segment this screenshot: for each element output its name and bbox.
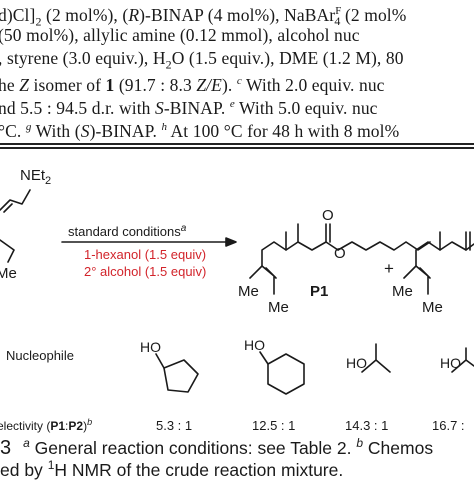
fn-text: isomer of: [29, 74, 106, 95]
fn-text: With 2.0 equiv. nuc: [241, 74, 385, 95]
fn-text: d)Cl]: [0, 4, 36, 25]
me-label: Me: [0, 265, 17, 282]
p1-alkene: [261, 265, 277, 295]
fn-bold: 1: [105, 74, 115, 95]
reagent-2: 2° alcohol (1.5 equiv): [84, 264, 206, 279]
fn-text: )-BINAP (4 mol%), NaBAr: [139, 4, 336, 25]
scheme-number: 3: [0, 436, 12, 459]
fn-text: (50 mol%), allylic amine (0.12 mmol), al…: [0, 25, 360, 45]
net2-label: NEt2: [20, 167, 51, 187]
fn-text: (2 mol%: [340, 4, 407, 25]
fn-italic: Z/E: [196, 74, 222, 95]
fn-italic: S: [155, 97, 164, 118]
table-rule-top: [0, 143, 474, 145]
reagent-1: 1-hexanol (1.5 equiv): [84, 247, 206, 262]
caption-text: General reaction conditions: see Table 2…: [29, 437, 357, 458]
fn-sup: c: [236, 75, 242, 87]
fn-italic: R: [128, 4, 140, 25]
cyclopentanol-ring: [163, 359, 199, 393]
fn-text: °C.: [0, 120, 26, 141]
caption-text: ed by: [0, 459, 48, 480]
fn-text: nd 5.5 : 94.5 d.r. with: [0, 97, 155, 118]
p2-me-right: Me: [422, 299, 443, 316]
fn-sup: h: [161, 121, 168, 133]
fn-sup: F: [335, 5, 342, 17]
fn-italic: Z: [19, 74, 30, 95]
fn-text: At 100 °C for 48 h with 8 mol%: [167, 120, 400, 141]
product-label-p1: P1: [310, 283, 328, 300]
nucleophile-label: Nucleophile: [6, 348, 74, 363]
fn-text: (2 mol%), (: [41, 4, 129, 25]
p1-carbonyl: [325, 223, 331, 243]
fn-sub: 4: [334, 14, 341, 29]
selectivity-label: electivity (P1:P2)b: [0, 417, 92, 433]
plus-sign: +: [384, 259, 394, 278]
cyclohexanol-ring: [267, 353, 305, 395]
conditions-label: standard conditionsa: [68, 223, 187, 239]
p2-carbonyl: [465, 231, 471, 251]
fn-text: With 5.0 equiv. nuc: [234, 97, 378, 118]
fn-text: -BINAP.: [163, 97, 230, 118]
footnote-line-5: nd 5.5 : 94.5 d.r. with S-BINAP. e With …: [0, 94, 472, 118]
ho-label-1: HO: [140, 339, 161, 355]
isopropanol-bonds: [361, 343, 391, 373]
carbonyl-o: O: [322, 207, 334, 224]
p2-chain: [403, 241, 474, 279]
fn-text: , styrene (3.0 equiv.), H: [0, 48, 166, 68]
arrow-head: [225, 237, 237, 247]
substrate-bond: [3, 203, 13, 213]
cyclohexanol-oh-bond: [259, 351, 269, 365]
caption-line-2: ed by 1H NMR of the crude reaction mixtu…: [0, 454, 474, 481]
fn-text: )-BINAP.: [89, 120, 162, 141]
substrate-bond: [0, 239, 15, 263]
selectivity-value-4: 16.7 :: [432, 418, 465, 433]
footnote-line-6: °C. g With (S)-BINAP. h At 100 °C for 48…: [0, 117, 472, 141]
p1-me-left: Me: [238, 283, 259, 300]
p2-me-left: Me: [392, 283, 413, 300]
ho-label-2: HO: [244, 337, 265, 353]
footnote-line-4: he Z isomer of 1 (91.7 : 8.3 Z/E). c Wit…: [0, 71, 472, 95]
p1-chain: [249, 223, 339, 279]
fn-sup: g: [25, 121, 32, 133]
cyclopentanol-oh-bond: [155, 353, 165, 369]
selectivity-value-1: 5.3 : 1: [156, 418, 192, 433]
selectivity-value-2: 12.5 : 1: [252, 418, 295, 433]
ho-label-4: HO: [440, 355, 461, 371]
fn-text: he: [0, 74, 20, 95]
fn-italic: S: [80, 120, 90, 141]
fn-sub: 2: [35, 14, 42, 29]
caption-sup: b: [356, 436, 364, 450]
caption-sup: a: [23, 436, 30, 450]
footnote-line-3: , styrene (3.0 equiv.), H2O (1.5 equiv.)…: [0, 48, 472, 75]
aryl-alcohol-bonds: [451, 347, 474, 373]
caption-text: H NMR of the crude reaction mixture.: [54, 459, 344, 480]
fn-sub: 2: [165, 57, 172, 72]
table-rule-bottom: [0, 147, 474, 149]
fn-text: With (: [31, 120, 81, 141]
p1-ester: [337, 241, 431, 251]
ester-o: O: [334, 245, 346, 262]
fn-text: (91.7 : 8.3: [114, 74, 197, 95]
footnote-line-2: (50 mol%), allylic amine (0.12 mmol), al…: [0, 25, 472, 45]
footnote-line-1: d)Cl]2 (2 mol%), (R)-BINAP (4 mol%), NaB…: [0, 1, 472, 31]
p2-alkene: [415, 265, 431, 295]
fn-text: ).: [221, 74, 237, 95]
fn-text: O (1.5 equiv.), DME (1.2 M), 80: [171, 48, 404, 68]
fn-sup: e: [229, 98, 235, 110]
selectivity-value-3: 14.3 : 1: [345, 418, 388, 433]
substrate-bond: [0, 189, 31, 211]
caption-text: Chemos: [363, 437, 434, 458]
reaction-scheme: NEt2 Me standard conditionsa 1-hexanol (…: [0, 167, 474, 433]
ho-label-3: HO: [346, 355, 367, 371]
caption-sup: 1: [47, 458, 55, 472]
p1-me-right: Me: [268, 299, 289, 316]
